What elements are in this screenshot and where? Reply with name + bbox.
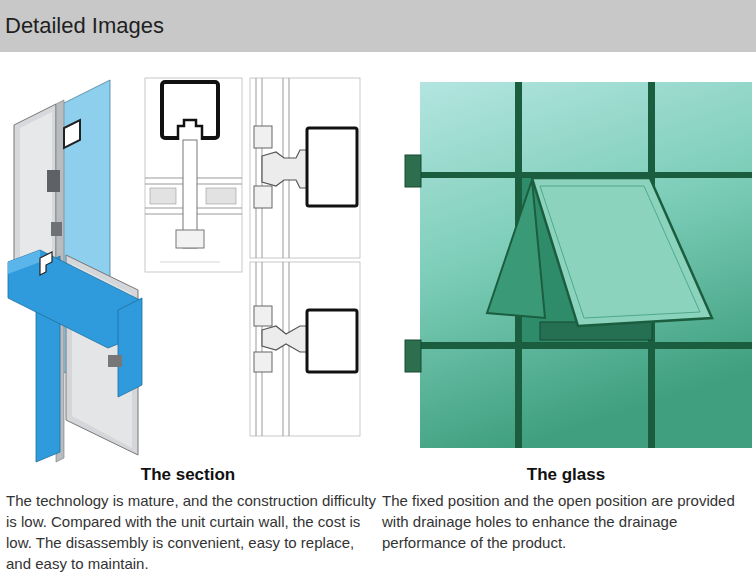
section-drawing-part xyxy=(254,126,272,148)
glass-curtain-wall-part xyxy=(420,342,752,349)
curtain-wall-isometric-part xyxy=(64,120,80,148)
curtain-wall-isometric-part xyxy=(51,222,62,236)
curtain-wall-isometric-part xyxy=(108,355,122,367)
panel-heading: The section xyxy=(0,464,376,486)
curtain-wall-isometric xyxy=(8,80,142,462)
section-drawing xyxy=(145,78,242,272)
section-drawing xyxy=(250,262,360,436)
panel-description: The fixed position and the open position… xyxy=(382,490,752,553)
panel-heading: The glass xyxy=(378,464,754,486)
section-drawing-part xyxy=(250,78,360,258)
section-drawing-part xyxy=(307,128,357,206)
page-title: Detailed Images xyxy=(5,11,605,41)
glass-curtain-wall-part xyxy=(420,82,752,448)
curtain-wall-isometric-part xyxy=(8,250,40,274)
glass-curtain-wall-part xyxy=(405,155,421,187)
section-drawing-part xyxy=(250,262,360,436)
section-drawing-part xyxy=(145,78,242,272)
curtain-wall-isometric-part xyxy=(118,298,142,397)
section-drawing-part xyxy=(283,262,284,436)
section-drawing-part xyxy=(150,188,176,204)
section-drawing-part xyxy=(160,262,220,263)
section-drawing-part xyxy=(206,188,236,204)
section-drawing-part xyxy=(289,262,290,436)
section-drawing-part xyxy=(262,326,307,352)
glass-curtain-wall-part xyxy=(487,180,545,318)
section-drawing-part xyxy=(254,352,272,372)
glass-curtain-wall-part xyxy=(540,186,700,318)
curtain-wall-isometric-part xyxy=(47,170,60,192)
glass-curtain-wall xyxy=(405,82,752,448)
section-drawing-part xyxy=(262,150,307,188)
section-drawing-part xyxy=(254,186,272,208)
section-drawing-part xyxy=(307,310,357,372)
section-drawing-part xyxy=(256,262,257,436)
section-drawing-part xyxy=(178,120,202,140)
section-drawing xyxy=(250,78,360,258)
section-drawing-part xyxy=(256,78,257,258)
glass-curtain-wall-part xyxy=(532,178,712,326)
section-drawing-part xyxy=(254,306,272,326)
section-drawing-part xyxy=(176,230,204,248)
curtain-wall-isometric-part xyxy=(40,252,52,275)
panel-description: The technology is mature, and the constr… xyxy=(6,490,378,574)
section-drawing-part xyxy=(262,262,263,436)
glass-curtain-wall-part xyxy=(405,340,421,372)
